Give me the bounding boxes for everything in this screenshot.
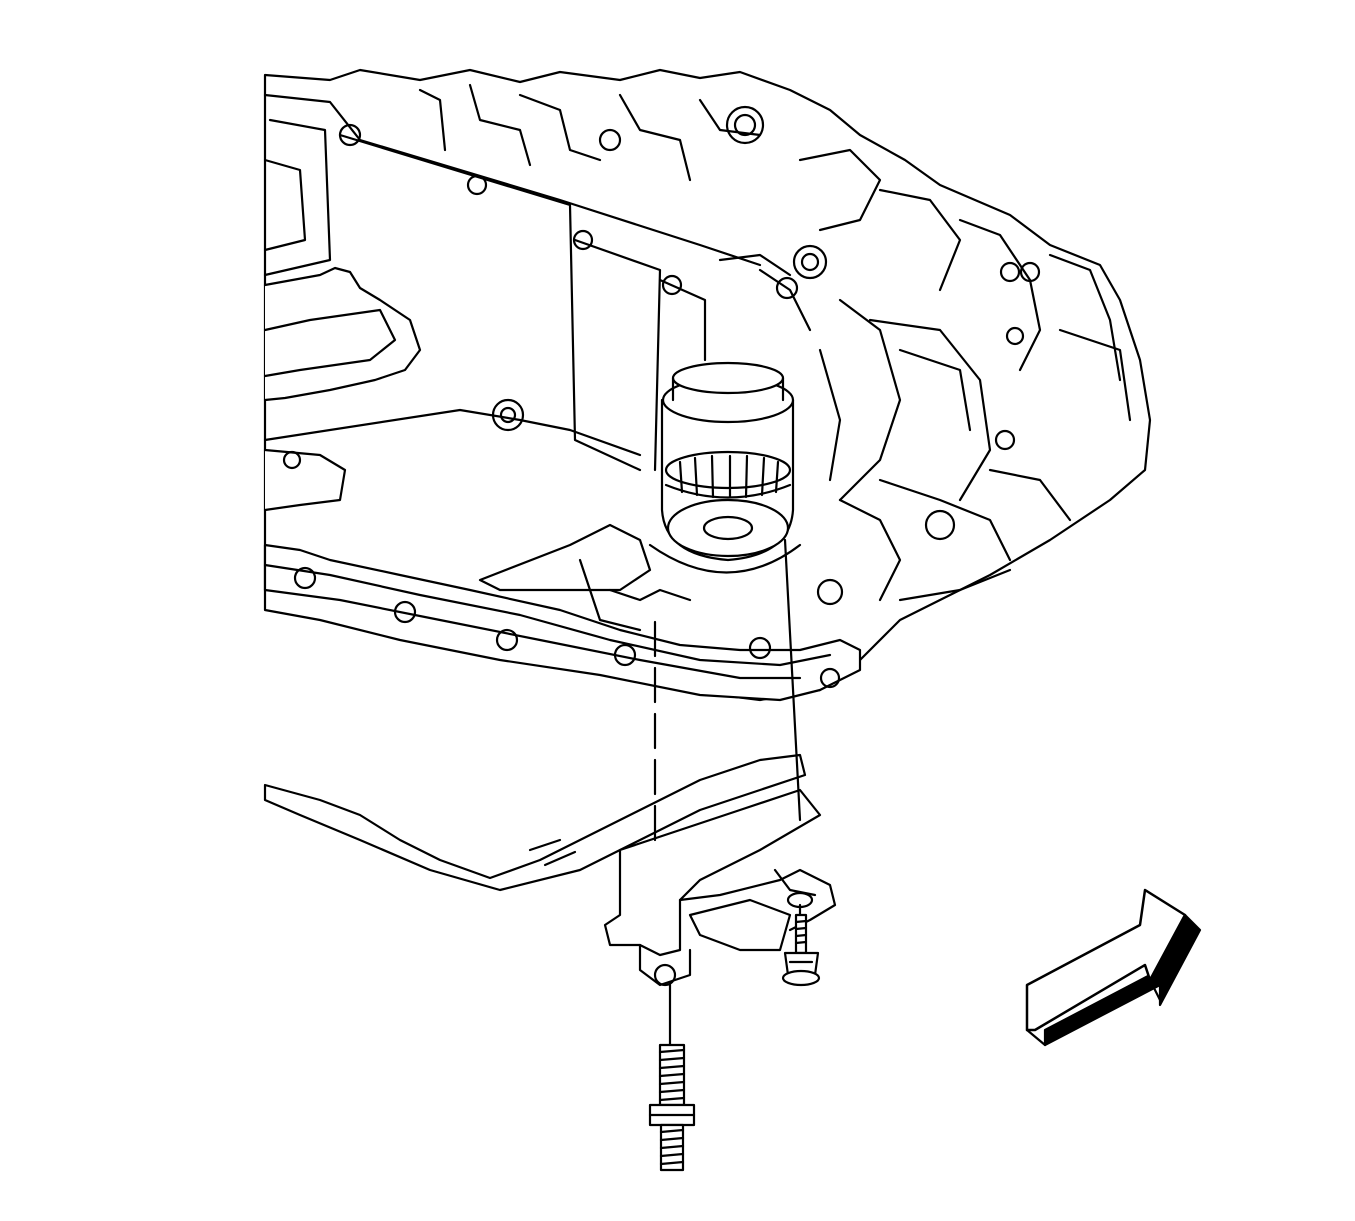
- direction-arrow-icon: [1025, 888, 1202, 1047]
- oil-pan: [263, 266, 862, 702]
- oil-filter: [648, 361, 802, 574]
- oil-filter-cover-bracket: [263, 753, 837, 987]
- mounting-stud: [648, 1043, 696, 1172]
- mounting-bolt: [781, 913, 821, 987]
